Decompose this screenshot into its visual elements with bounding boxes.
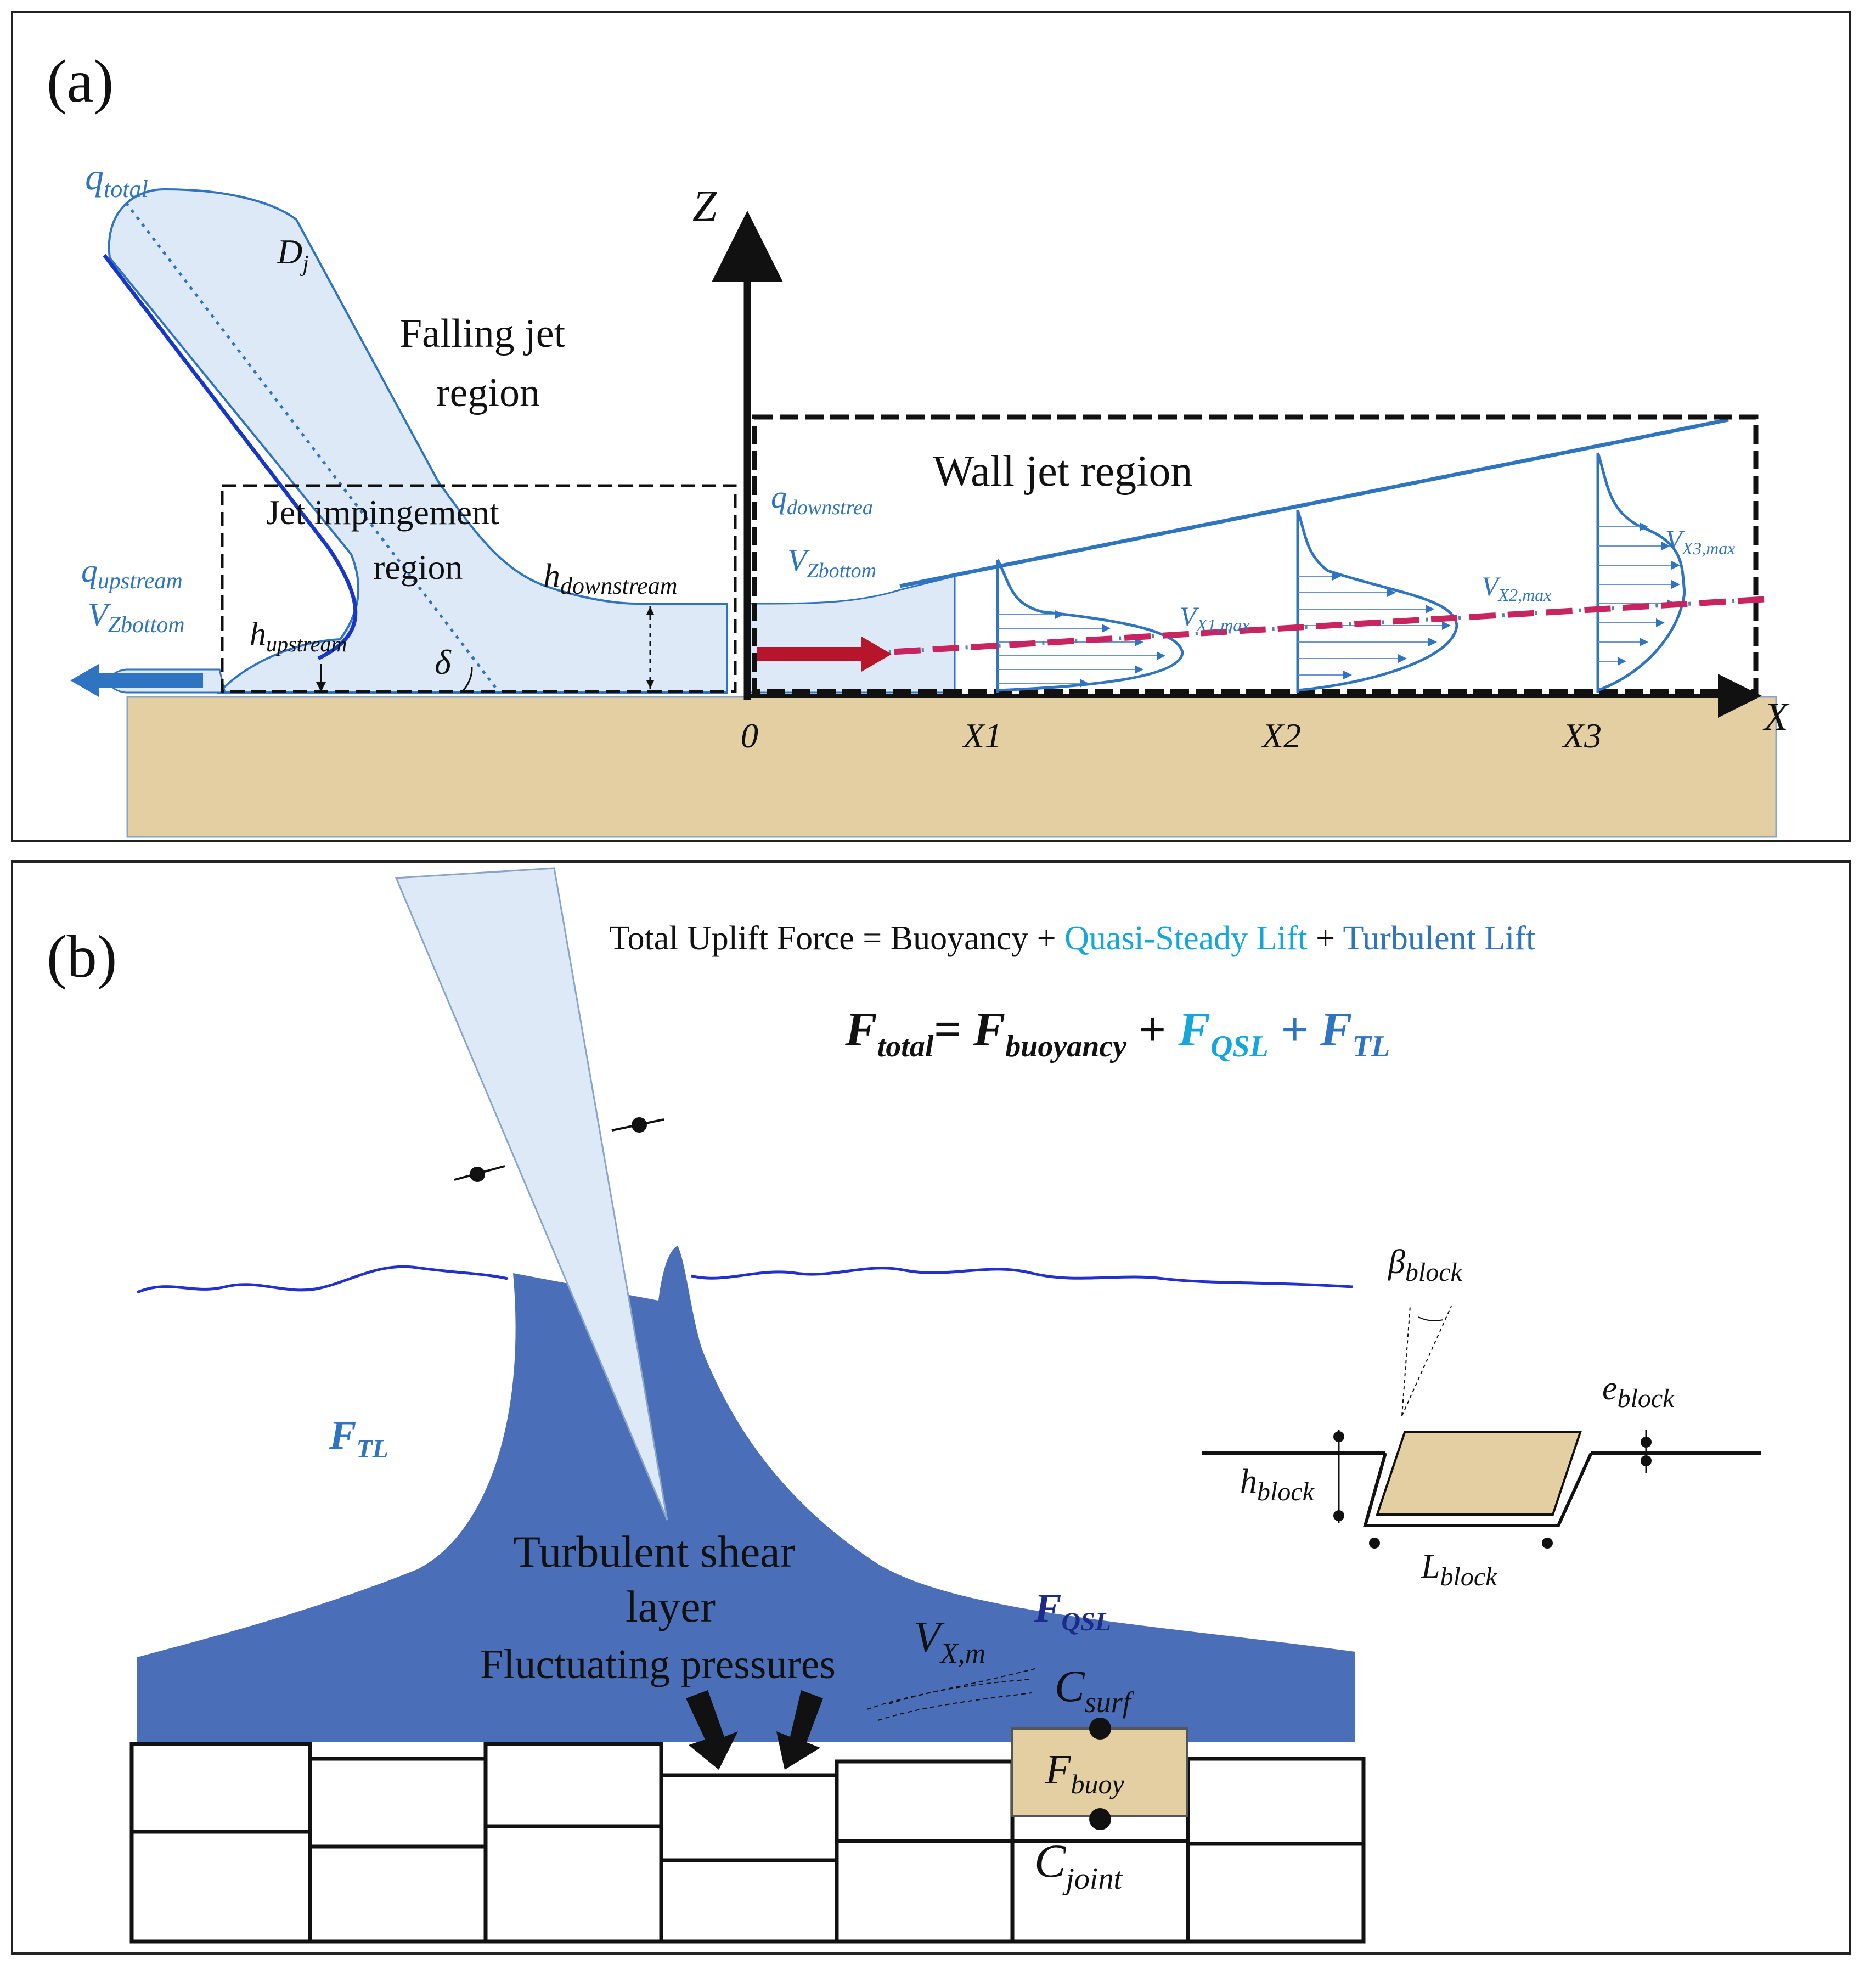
origin-label: 0	[741, 716, 758, 755]
wall-jet-label: Wall jet region	[933, 447, 1192, 496]
q-downstream-label: qdownstrea	[771, 479, 873, 519]
turbulent-shear-label-1: Turbulent shear	[513, 1527, 795, 1577]
wall-jet-arrow-head	[861, 637, 892, 672]
uplift-equation: Ftotal= Fbuoyancy + FQSL + FTL	[844, 1003, 1390, 1063]
vxm-flow-lines	[866, 1668, 1038, 1721]
impingement-label-1: Jet impingement	[266, 493, 499, 532]
falling-jet-label-2: region	[436, 370, 540, 415]
jet-width-markers	[454, 1117, 664, 1182]
dj-label: Dj	[277, 232, 309, 277]
vmax-trend-grey	[855, 597, 1765, 656]
q-total-label: qtotal	[85, 156, 148, 202]
tick-x1: X1	[961, 716, 1002, 755]
uplift-equation-words: Total Uplift Force = Buoyancy + Quasi-St…	[609, 920, 1535, 957]
c-joint-label: Cjoint	[1034, 1834, 1123, 1896]
v-x2max-label: VX2,max	[1481, 571, 1551, 605]
delta-arc	[460, 666, 473, 694]
falling-jet-water	[108, 188, 728, 694]
v-x1max-label: VX1,max	[1180, 601, 1249, 635]
f-tl-label: FTL	[329, 1413, 388, 1464]
c-surf-label: Csurf	[1055, 1661, 1135, 1719]
incoming-jet	[395, 867, 668, 1521]
f-buoy-label: Fbuoy	[1045, 1747, 1124, 1799]
tick-x3: X3	[1561, 716, 1602, 755]
panel-b: (b)	[11, 860, 1851, 1955]
impingement-label-2: region	[373, 548, 463, 587]
h-block-label: hblock	[1240, 1463, 1315, 1506]
jet-lower-edge	[103, 254, 358, 661]
beta-block-label: βblock	[1388, 1243, 1463, 1287]
z-axis-label: Z	[692, 182, 718, 230]
turbulent-water-body	[137, 1246, 1355, 1742]
panel-a-label: (a)	[47, 48, 114, 115]
f-qsl-label: FQSL	[1034, 1586, 1111, 1636]
bed-blocks	[129, 1742, 1366, 1944]
block-detail-inset	[1202, 1305, 1761, 1549]
c-surf-point	[1089, 1718, 1111, 1740]
pressure-arrows	[686, 1690, 823, 1770]
upstream-arrow-head	[70, 664, 99, 697]
h-downstream-label: hdownstream	[543, 558, 678, 599]
jet-centerline	[125, 202, 500, 694]
turbulent-shear-label-2: layer	[626, 1582, 716, 1631]
impingement-box	[221, 484, 737, 693]
wall-jet-boundary	[899, 418, 1729, 588]
x-axis-label: X	[1762, 695, 1790, 739]
inset-block	[1376, 1431, 1582, 1516]
h-upstream-label: hupstream	[250, 616, 347, 656]
v-xm-label: VX,m	[914, 1613, 985, 1669]
fluctuating-pressures-label: Fluctuating pressures	[480, 1641, 836, 1687]
water-surface	[137, 1265, 1353, 1294]
v-x3max-label: VX3,max	[1665, 524, 1735, 558]
tick-x2: X2	[1260, 716, 1301, 755]
lifted-block	[1011, 1727, 1188, 1817]
falling-jet-label-1: Falling jet	[399, 311, 566, 356]
wall-jet-water	[748, 575, 956, 694]
c-joint-point	[1089, 1808, 1111, 1830]
v-zbottom-right-label: VZbottom	[787, 542, 876, 582]
wall-jet-box	[752, 414, 1759, 694]
panel-b-label: (b)	[47, 923, 117, 990]
l-block-label: Lblock	[1421, 1548, 1498, 1591]
sand-bed-a	[126, 696, 1777, 838]
q-upstream-label: qupstream	[81, 553, 183, 594]
panel-a: (a)	[11, 11, 1851, 842]
e-block-label: eblock	[1602, 1370, 1675, 1413]
delta-label: δ	[435, 643, 452, 682]
velocity-profile-x3	[1596, 452, 1686, 693]
v-zbottom-left-label: VZbottom	[88, 596, 185, 638]
